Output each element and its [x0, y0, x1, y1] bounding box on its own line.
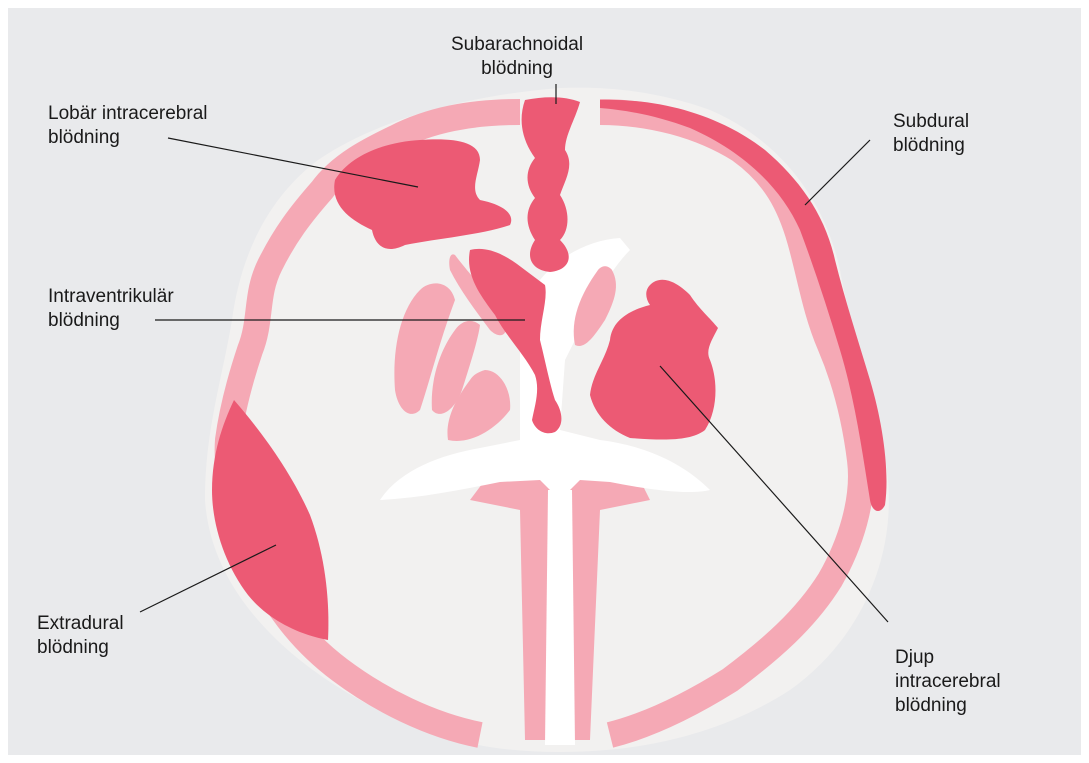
label-lobar: Lobär intracerebral blödning [48, 102, 207, 150]
label-subdural-line2: blödning [893, 134, 969, 158]
label-subdural: Subdural blödning [893, 110, 969, 158]
label-deep-line2: intracerebral [895, 670, 1001, 694]
label-deep-line3: blödning [895, 694, 1001, 718]
label-subarachnoidal-line2: blödning [451, 57, 583, 81]
label-extradural: Extradural blödning [37, 612, 124, 660]
label-subarachnoidal-line1: Subarachnoidal [451, 33, 583, 57]
label-extradural-line2: blödning [37, 636, 124, 660]
label-subdural-line1: Subdural [893, 110, 969, 134]
label-extradural-line1: Extradural [37, 612, 124, 636]
midline-gap [545, 490, 575, 745]
label-deep-line1: Djup [895, 646, 1001, 670]
label-lobar-line2: blödning [48, 126, 207, 150]
label-deep: Djup intracerebral blödning [895, 646, 1001, 718]
label-intraventricular-line1: Intraventrikulär [48, 285, 174, 309]
label-intraventricular-line2: blödning [48, 309, 174, 333]
label-lobar-line1: Lobär intracerebral [48, 102, 207, 126]
label-subarachnoidal: Subarachnoidal blödning [451, 33, 583, 81]
leader-line-subdural [805, 140, 870, 205]
label-intraventricular: Intraventrikulär blödning [48, 285, 174, 333]
